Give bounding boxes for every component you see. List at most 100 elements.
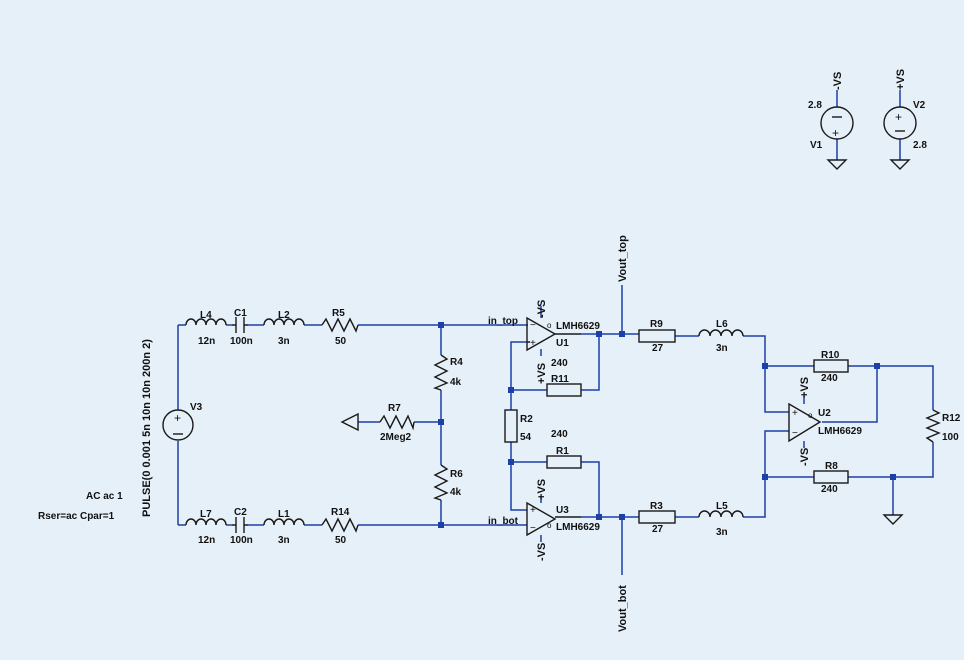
- resistor-R8[interactable]: [813, 470, 849, 484]
- value-R1: 240: [551, 429, 568, 440]
- ground-icon: [882, 514, 904, 525]
- value-R6: 4k: [450, 487, 462, 498]
- resistor-R10[interactable]: [813, 359, 849, 373]
- label-U2: U2: [818, 408, 831, 419]
- label-R9: R9: [650, 319, 663, 330]
- model-U3: LMH6629: [556, 522, 600, 533]
- label-V1: V1: [810, 140, 823, 151]
- label-L4: L4: [200, 310, 212, 321]
- label-R6: R6: [450, 469, 463, 480]
- resistor-R11[interactable]: [546, 383, 582, 397]
- value-C2: 100n: [230, 535, 253, 546]
- svg-text:+: +: [895, 110, 902, 124]
- svg-text:o: o: [547, 521, 552, 530]
- u1-vs-minus: -VS: [536, 300, 548, 318]
- inductor-L1[interactable]: [263, 518, 305, 526]
- value-R5: 50: [335, 336, 347, 347]
- label-R11: R11: [551, 374, 569, 385]
- resistor-R4[interactable]: [433, 354, 449, 391]
- label-R3: R3: [650, 501, 663, 512]
- svg-text:−: −: [530, 523, 536, 534]
- label-L2: L2: [278, 310, 290, 321]
- value-V2: 2.8: [913, 140, 927, 151]
- u2-vs-minus: -VS: [799, 448, 811, 466]
- svg-text:+: +: [174, 411, 181, 425]
- value-L6: 3n: [716, 343, 728, 354]
- model-U1: LMH6629: [556, 321, 600, 332]
- v3-ac-directive: AC ac 1: [86, 491, 123, 502]
- net-vout-bot: Vout_bot: [617, 585, 629, 632]
- net-in-bot: in_bot: [488, 516, 519, 527]
- capacitor-C2[interactable]: [232, 517, 248, 533]
- inductor-L2[interactable]: [263, 318, 305, 326]
- opamp-U2[interactable]: + − o: [788, 402, 822, 443]
- v2-net-plus-vs: +VS: [895, 69, 907, 90]
- label-C2: C2: [234, 507, 247, 518]
- inductor-L7[interactable]: [185, 518, 227, 526]
- value-V1: 2.8: [808, 100, 822, 111]
- inductor-L5[interactable]: [698, 510, 744, 518]
- label-R12: R12: [942, 413, 961, 424]
- label-L7: L7: [200, 509, 212, 520]
- resistor-R1[interactable]: [546, 455, 582, 469]
- value-L2: 3n: [278, 336, 290, 347]
- resistor-R9[interactable]: [638, 329, 676, 343]
- rotated-labels: PULSE(0 0.001 5n 10n 10n 200n 2) Vout_to…: [141, 69, 907, 632]
- net-vout-top: Vout_top: [617, 235, 629, 282]
- resistor-R14[interactable]: [321, 517, 359, 533]
- value-R8: 240: [821, 484, 838, 495]
- label-R1: R1: [556, 446, 569, 457]
- svg-text:−: −: [792, 428, 798, 439]
- u1-vs-plus: +VS: [536, 363, 548, 384]
- ground-icon: [889, 159, 911, 170]
- label-V2: V2: [913, 100, 926, 111]
- svg-text:+: +: [792, 408, 798, 419]
- resistor-R7[interactable]: [379, 414, 415, 431]
- value-R10: 240: [821, 373, 838, 384]
- voltage-source-V3[interactable]: +: [162, 409, 194, 441]
- model-U2: LMH6629: [818, 426, 862, 437]
- resistor-R3[interactable]: [638, 510, 676, 524]
- value-R4: 4k: [450, 377, 462, 388]
- value-R12: 100: [942, 432, 959, 443]
- svg-text:+: +: [530, 338, 536, 349]
- svg-text:+: +: [832, 126, 839, 140]
- resistor-R2[interactable]: [504, 409, 518, 443]
- wires: [177, 90, 934, 575]
- v3-source-spec: PULSE(0 0.001 5n 10n 10n 200n 2): [141, 339, 153, 517]
- u3-vs-plus: +VS: [536, 479, 548, 500]
- resistor-R6[interactable]: [433, 464, 449, 501]
- resistor-R12[interactable]: [925, 409, 941, 443]
- label-R10: R10: [821, 350, 840, 361]
- opamp-U3[interactable]: + − o: [526, 501, 581, 537]
- value-R7: 2Meg2: [380, 432, 412, 443]
- svg-text:−: −: [530, 320, 536, 331]
- label-R14: R14: [331, 507, 350, 518]
- net-labels: in_top in_bot: [488, 316, 519, 527]
- component-labels: L4 12n C1 100n L2 3n R5 50 L7 12n C2 100…: [38, 100, 961, 546]
- opamp-U1[interactable]: − + o: [526, 316, 581, 352]
- label-R2: R2: [520, 414, 533, 425]
- u2-vs-plus: +VS: [799, 377, 811, 398]
- inductor-L6[interactable]: [698, 329, 744, 337]
- svg-text:o: o: [547, 321, 552, 330]
- label-C1: C1: [234, 308, 247, 319]
- label-R8: R8: [825, 461, 838, 472]
- v3-parasitics: Rser=ac Cpar=1: [38, 511, 115, 522]
- value-R11: 240: [551, 358, 568, 369]
- label-U3: U3: [556, 505, 569, 516]
- label-V3: V3: [190, 402, 203, 413]
- voltage-source-V2[interactable]: +: [883, 106, 917, 140]
- ground-icon: [826, 159, 848, 170]
- value-R2: 54: [520, 432, 532, 443]
- inductor-L4[interactable]: [185, 318, 227, 326]
- value-L5: 3n: [716, 527, 728, 538]
- voltage-source-V1[interactable]: +: [820, 106, 854, 140]
- value-R9: 27: [652, 343, 664, 354]
- label-L1: L1: [278, 509, 290, 520]
- value-L4: 12n: [198, 336, 215, 347]
- label-R4: R4: [450, 357, 463, 368]
- label-U1: U1: [556, 338, 569, 349]
- resistor-R5[interactable]: [321, 317, 359, 333]
- capacitor-C1[interactable]: [232, 317, 248, 333]
